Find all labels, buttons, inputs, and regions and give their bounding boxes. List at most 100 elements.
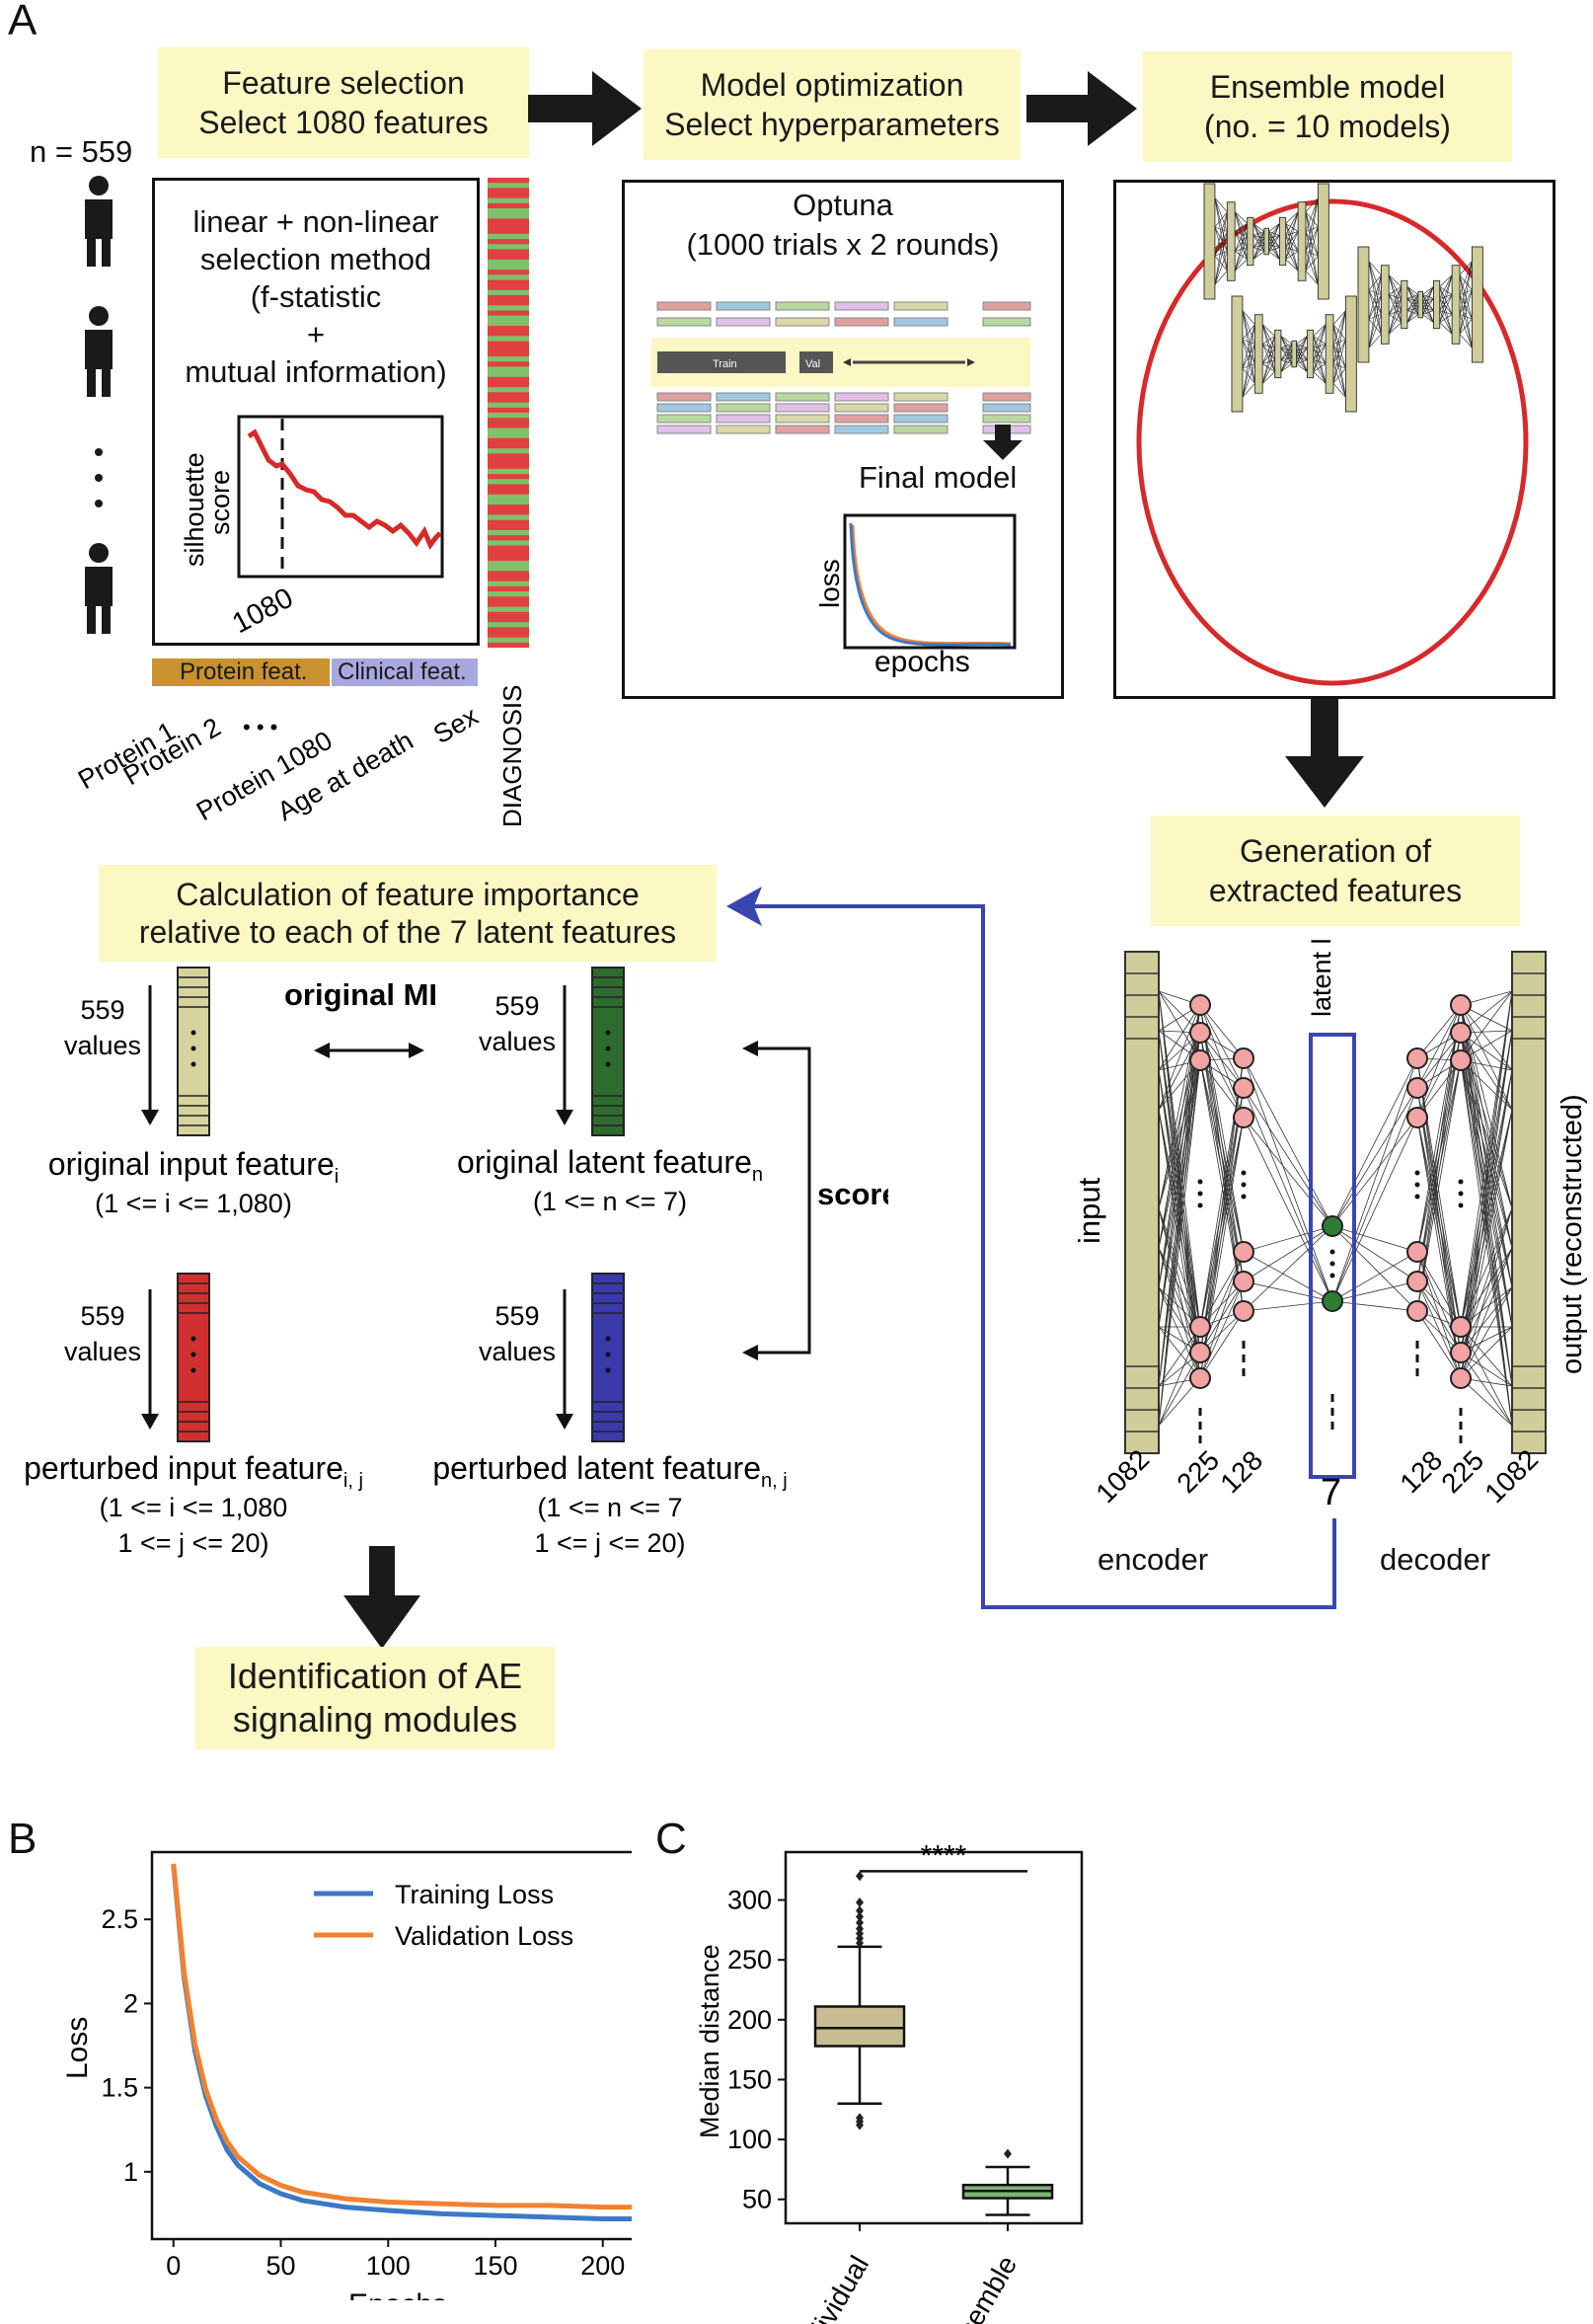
- ae-edge: [1331, 1057, 1418, 1227]
- mini-ae-edge: [1439, 274, 1453, 299]
- mini-autoencoder-icon: [1357, 246, 1483, 363]
- mini-ae-edge: [1305, 197, 1319, 212]
- pert-input-values-label: values: [64, 1337, 141, 1366]
- optuna-title: Optuna: [793, 188, 893, 222]
- legend-label: Training Loss: [395, 1880, 554, 1909]
- ellipsis-dot: [1458, 1191, 1464, 1197]
- mini-ae-layer: [1325, 314, 1334, 394]
- diagnosis-stripe: [488, 208, 529, 214]
- encoder-node: [1233, 1241, 1254, 1263]
- fold-block: [656, 301, 712, 311]
- fold-block: [716, 301, 771, 311]
- ae-edge: [1460, 1069, 1513, 1328]
- mini-ae-edge: [1388, 286, 1402, 315]
- mini-ae-edge: [1313, 324, 1327, 372]
- step2-line2: Select hyperparameters: [664, 107, 1000, 142]
- fold-block: [834, 301, 889, 311]
- diagnosis-stripe: [488, 545, 529, 552]
- ae-edge: [1243, 1251, 1333, 1302]
- fold-block: [716, 414, 771, 424]
- mini-ae-edge: [1332, 344, 1346, 369]
- mini-ae-layer: [1306, 329, 1315, 379]
- mini-ae-edge: [1332, 339, 1346, 364]
- diagnosis-stripe: [488, 637, 529, 644]
- mini-ae-edge: [1368, 274, 1382, 320]
- mini-ae-edge: [1439, 294, 1453, 323]
- mini-ae-edge: [1234, 231, 1248, 248]
- diagnosis-stripe: [488, 499, 529, 505]
- ellipsis-dot: [1414, 1170, 1420, 1176]
- mini-ae-layer: [1471, 246, 1483, 363]
- val-label: Val: [805, 358, 820, 370]
- mini-ae-edge: [1296, 336, 1308, 345]
- fold-block: [834, 403, 889, 413]
- fold-block: [834, 414, 889, 424]
- diagnosis-stripe: [488, 448, 529, 454]
- diagnosis-stripe: [488, 627, 529, 633]
- perturbed-input-feature-column-bar: [177, 1273, 210, 1442]
- orig-input-subscript: i: [335, 1166, 339, 1188]
- diagnosis-stripe: [488, 264, 529, 271]
- ae-edge: [1460, 1286, 1513, 1379]
- diagnosis-stripe: [488, 289, 529, 296]
- mini-ae-edge: [1406, 298, 1419, 309]
- mini-ae-edge: [1313, 344, 1327, 360]
- fold-block: [716, 425, 771, 434]
- orig-input-name: original input feature: [48, 1146, 335, 1182]
- mini-ae-edge: [1268, 235, 1280, 246]
- feature-dot: [190, 1367, 196, 1373]
- diagnosis-stripe: [488, 188, 529, 194]
- diagnosis-stripe: [488, 432, 529, 439]
- ae-edge: [1460, 990, 1513, 1379]
- person-icon: [85, 176, 113, 267]
- method-line4: +: [306, 317, 326, 351]
- silhouette-ylabel-1: silhouette: [180, 452, 209, 567]
- diagnosis-stripe: [488, 458, 529, 465]
- encoder-node: [1233, 1077, 1254, 1099]
- fold-block: [982, 403, 1031, 413]
- mini-ae-layer: [1357, 246, 1370, 363]
- orig-latent-values-label: values: [479, 1027, 556, 1056]
- fold-block: [982, 301, 1031, 311]
- mini-ae-layer: [1263, 227, 1269, 256]
- mini-ae-edge: [1459, 334, 1473, 349]
- ae-edge: [1331, 1300, 1418, 1312]
- ae-edge: [1199, 1057, 1245, 1354]
- mini-ae-edge: [1305, 231, 1319, 285]
- y-tick-label: 1.5: [101, 2073, 138, 2103]
- diagnosis-stripe: [488, 310, 529, 317]
- mini-ae-edge: [1214, 271, 1228, 285]
- mini-ae-edge: [1252, 231, 1265, 248]
- mini-ae-edge: [1280, 344, 1293, 360]
- fold-block: [716, 403, 771, 413]
- mini-ae-edge: [1285, 211, 1299, 236]
- mini-ae-edge: [1388, 322, 1402, 335]
- diagnosis-stripe: [488, 540, 529, 546]
- ae-edge: [1158, 1032, 1201, 1328]
- diagnosis-stripe: [488, 596, 529, 602]
- ellipsis-dot: [1329, 1273, 1335, 1278]
- latent-feedback-line: [750, 904, 1336, 1609]
- mini-ae-edge: [1388, 298, 1402, 335]
- ae-edge: [1416, 1117, 1462, 1328]
- diagnosis-stripe: [488, 350, 529, 357]
- cv-folds-diagram: Train Val: [651, 301, 1031, 434]
- latent-node: [1322, 1215, 1343, 1237]
- original-input-feature-column-bar: [177, 967, 210, 1136]
- mini-ae-edge: [1296, 336, 1308, 364]
- diagnosis-stripe: [488, 427, 529, 434]
- diagnosis-stripe: [488, 402, 529, 409]
- mini-ae-edge: [1252, 238, 1265, 260]
- decoder-node: [1406, 1107, 1428, 1128]
- fold-block: [775, 403, 830, 413]
- silhouette-xtick: 1080: [227, 582, 298, 641]
- ae-edge: [1460, 1004, 1513, 1071]
- mini-ae-edge: [1368, 289, 1382, 295]
- mini-ae-edge: [1406, 286, 1419, 295]
- mini-ae-edge: [1459, 261, 1473, 315]
- ae-edge: [1243, 1087, 1333, 1302]
- mini-ae-edge: [1242, 344, 1255, 398]
- mini-ae-edge: [1242, 324, 1255, 398]
- mini-ae-edge: [1214, 255, 1228, 271]
